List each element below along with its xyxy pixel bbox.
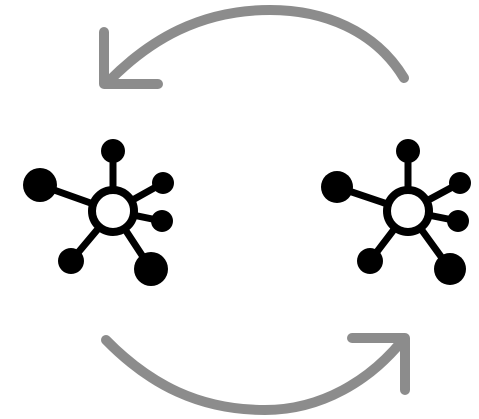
- satellite-node: [449, 172, 471, 194]
- satellite-node: [58, 248, 84, 274]
- satellite-node: [134, 252, 168, 286]
- satellite-node: [357, 248, 383, 274]
- curved-arrow-left-icon: [99, 5, 409, 89]
- satellite-node: [447, 210, 469, 232]
- arrow-bottom-head: [347, 333, 410, 395]
- satellite-node: [152, 172, 174, 194]
- arrow-top-arc: [105, 5, 409, 85]
- satellite-node: [396, 139, 420, 163]
- satellite-node: [101, 139, 125, 163]
- network-hub-icon: [23, 139, 174, 286]
- satellite-node: [23, 168, 57, 202]
- satellite-node: [151, 210, 173, 232]
- hub-center: [88, 186, 138, 236]
- arrow-top-head: [99, 27, 163, 89]
- network-hub-icon: [321, 139, 471, 285]
- satellite-node: [321, 171, 353, 203]
- arrow-bottom-arc: [101, 335, 407, 415]
- hub-center: [383, 186, 433, 236]
- satellite-node: [434, 253, 466, 285]
- curved-arrow-right-icon: [101, 333, 410, 415]
